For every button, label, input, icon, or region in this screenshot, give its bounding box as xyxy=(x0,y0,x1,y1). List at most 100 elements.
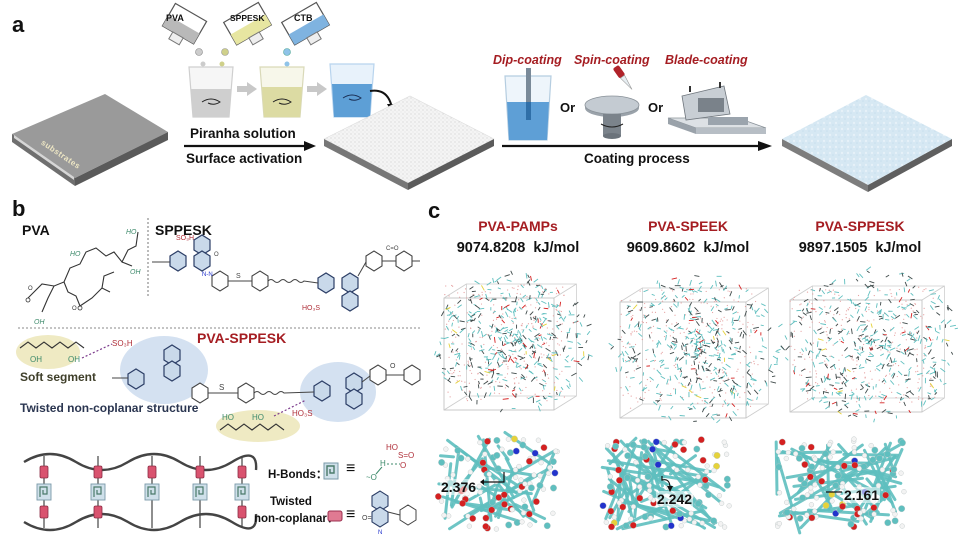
water-dot xyxy=(464,381,466,383)
atom xyxy=(785,449,791,456)
polymer-bond xyxy=(448,343,451,349)
water-dot xyxy=(751,373,753,375)
water-dot xyxy=(753,329,755,332)
polymer-bond xyxy=(638,381,643,385)
blade-coating-label: Blade-coating xyxy=(665,53,748,67)
polymer-bond xyxy=(905,378,911,381)
water-dot xyxy=(896,375,898,378)
polymer-bond xyxy=(645,314,650,318)
atom xyxy=(551,469,559,477)
polymer-bond xyxy=(907,275,913,280)
water-dot xyxy=(521,329,523,331)
hbond-glyph xyxy=(195,486,204,497)
polymer-bond xyxy=(855,409,860,412)
polymer-bond xyxy=(669,307,674,312)
atom xyxy=(633,459,639,465)
water-dot xyxy=(811,303,813,305)
polymer-bond xyxy=(723,307,729,310)
water-dot xyxy=(889,373,891,375)
water-dot xyxy=(678,382,680,384)
water-dot xyxy=(648,389,650,391)
polymer-bond xyxy=(712,335,715,341)
polymer-bond xyxy=(445,306,451,311)
water-dot xyxy=(519,293,522,295)
polymer-bond xyxy=(833,387,838,390)
atom xyxy=(778,438,786,446)
water-dot xyxy=(925,347,927,349)
polymer-bond xyxy=(765,381,768,387)
polymer-bond xyxy=(541,300,547,304)
water-dot xyxy=(560,330,563,333)
water-dot xyxy=(848,332,850,335)
water-dot xyxy=(722,372,724,374)
water-dot xyxy=(863,343,865,346)
polymer-bond xyxy=(921,358,926,362)
twisted-unit xyxy=(93,505,103,519)
polymer-bond xyxy=(474,280,480,285)
polymer-bond xyxy=(489,334,493,337)
polymer-bond xyxy=(537,405,541,412)
atom xyxy=(454,446,462,454)
water-dot xyxy=(715,300,718,302)
polymer-bond xyxy=(535,297,538,302)
polymer-bond xyxy=(908,370,910,377)
water-dot xyxy=(539,285,542,287)
polymer-bond xyxy=(862,328,868,333)
water-dot xyxy=(791,308,793,310)
water-dot xyxy=(633,330,635,332)
atom xyxy=(797,475,805,483)
water-dot xyxy=(511,317,513,320)
polymer-bond xyxy=(723,343,727,347)
polymer-bond xyxy=(675,337,678,343)
pva-sppesk-structure: OH OH SO₃H S HO₃S O HO HO xyxy=(16,335,421,442)
atom xyxy=(607,473,613,480)
polymer-bond xyxy=(668,415,672,421)
water-dot xyxy=(744,305,747,308)
polymer-bond xyxy=(542,317,547,324)
water-dot xyxy=(923,355,925,357)
polymer-bond xyxy=(716,386,720,391)
polymer-bond xyxy=(718,368,721,374)
polymer-bond xyxy=(688,389,693,394)
distance-arrow-3 xyxy=(826,491,842,493)
polymer-bond xyxy=(576,332,581,335)
polymer-bond xyxy=(655,340,660,345)
atom xyxy=(884,450,891,458)
polymer-bond xyxy=(917,372,923,376)
water-dot xyxy=(868,382,870,384)
water-dot xyxy=(824,360,826,362)
polymer-bond xyxy=(754,329,758,334)
polymer-bond xyxy=(543,397,548,400)
polymer-bond xyxy=(909,332,913,337)
polymer-bond xyxy=(929,366,935,370)
polymer-bond xyxy=(551,332,557,337)
polymer-bond xyxy=(547,357,552,362)
water-dot xyxy=(481,291,483,293)
polymer-bond xyxy=(640,306,643,312)
polymer-bond xyxy=(533,278,539,283)
water-dot xyxy=(466,312,468,314)
polymer-bond xyxy=(516,364,522,369)
water-dot xyxy=(800,319,803,321)
polymer-bond xyxy=(470,361,474,368)
polymer-bond xyxy=(805,347,807,352)
polymer-bond xyxy=(705,369,711,372)
panel-a-letter: a xyxy=(12,12,25,37)
spin-coater xyxy=(584,65,640,139)
water-dot xyxy=(891,318,893,320)
polymer-bond xyxy=(731,306,735,311)
atom xyxy=(807,443,815,451)
polymer-bond xyxy=(856,309,860,314)
water-dot xyxy=(458,326,460,328)
polymer-bond xyxy=(844,379,849,384)
water-dot xyxy=(624,359,627,362)
water-dot xyxy=(642,321,644,324)
polymer-bond xyxy=(467,299,472,302)
water-dot xyxy=(560,340,563,342)
polymer-bond xyxy=(912,285,916,289)
water-dot xyxy=(864,377,866,379)
water-dot xyxy=(447,391,449,393)
water-dot xyxy=(841,328,843,330)
water-dot xyxy=(914,349,916,351)
polymer-bond xyxy=(756,315,760,317)
